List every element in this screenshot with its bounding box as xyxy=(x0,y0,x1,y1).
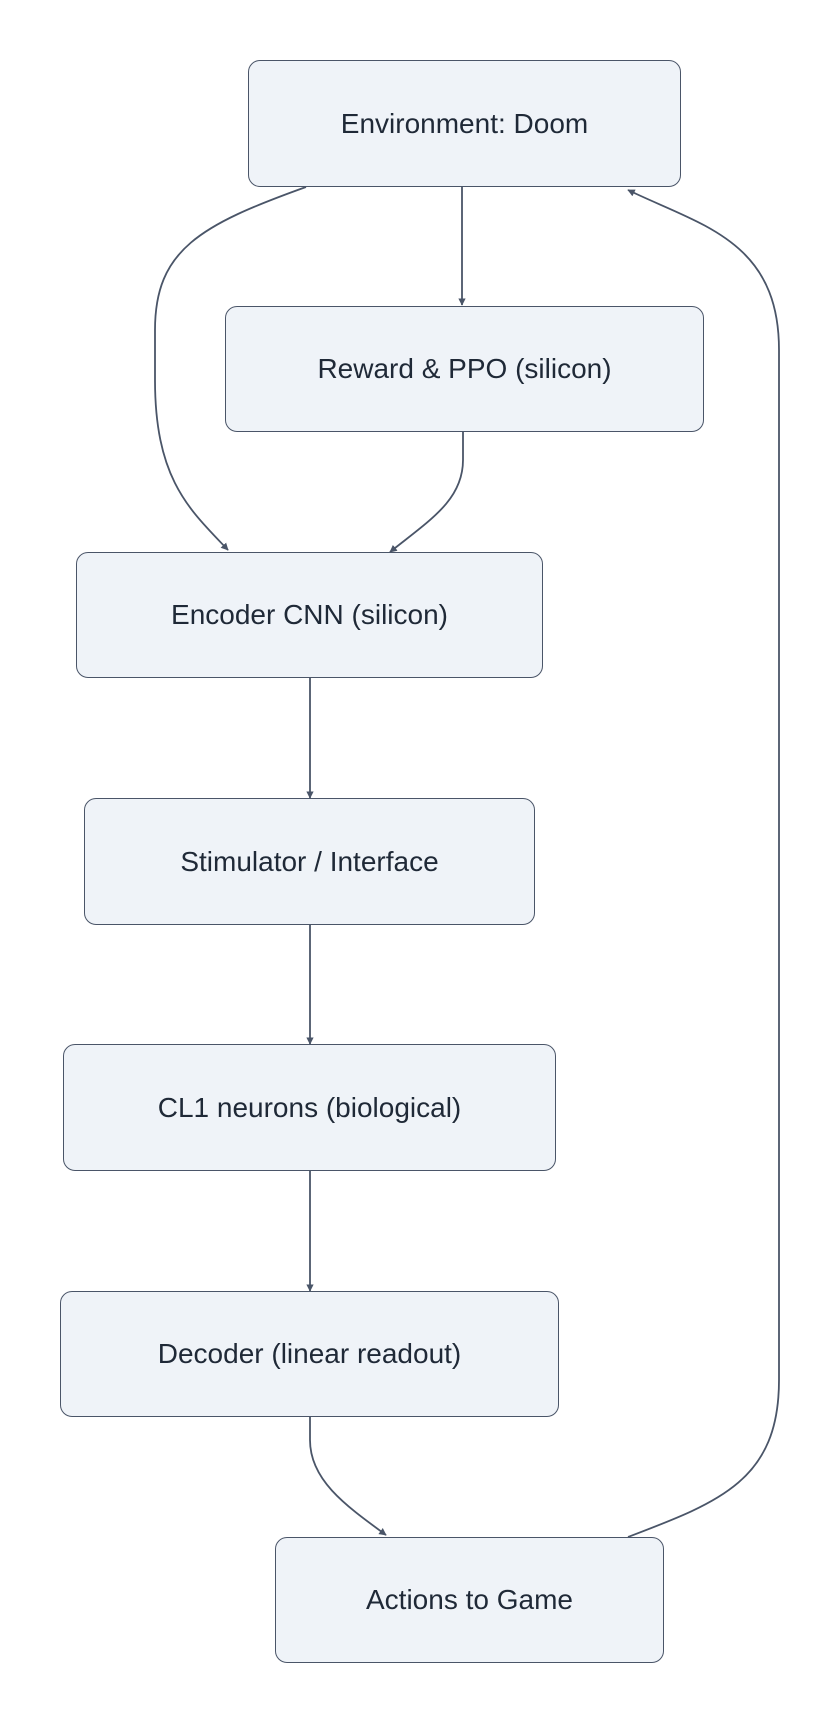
node-reward-ppo-label: Reward & PPO (silicon) xyxy=(317,353,612,384)
node-actions-to-game: Actions to Game xyxy=(275,1537,664,1663)
node-encoder-cnn-label: Encoder CNN (silicon) xyxy=(171,599,448,630)
node-environment-label: Environment: Doom xyxy=(340,107,589,139)
edge-decoder-to-actions xyxy=(309,1417,387,1536)
edge-actions-to-environment xyxy=(627,189,780,1538)
node-encoder-cnn: Encoder CNN (silicon) xyxy=(76,552,543,678)
edge-reward-to-encoder xyxy=(389,432,464,553)
node-stimulator-interface: Stimulator / Interface xyxy=(84,798,535,925)
node-cl1-neurons-label: CL1 neurons (biological) xyxy=(157,1091,462,1123)
edge-environment-to-encoder xyxy=(154,186,307,551)
node-decoder-label: Decoder (linear readout) xyxy=(157,1338,462,1369)
node-stimulator-interface-label: Stimulator / Interface xyxy=(180,845,439,877)
node-reward-ppo: Reward & PPO (silicon) xyxy=(225,306,704,432)
node-environment: Environment: Doom xyxy=(248,60,681,187)
node-cl1-neurons: CL1 neurons (biological) xyxy=(63,1044,556,1171)
node-decoder: Decoder (linear readout) xyxy=(60,1291,559,1417)
node-actions-to-game-label: Actions to Game xyxy=(366,1584,573,1615)
